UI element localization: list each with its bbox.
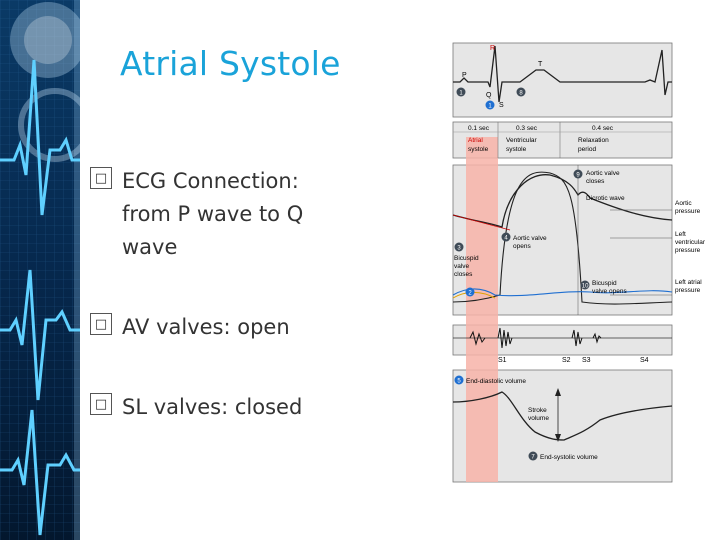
- bullet-text: AV valves: open: [122, 315, 290, 339]
- label-lv-pressure-1: Left: [675, 231, 686, 238]
- phase-ventricular-1: Ventricular: [506, 137, 538, 144]
- label-la-pressure-2: pressure: [675, 287, 701, 294]
- timing-t1: 0.1 sec: [468, 125, 490, 132]
- bullet-marker: □: [90, 167, 112, 189]
- bicuspid-opens-1: Bicuspid: [592, 280, 617, 287]
- slide-title: Atrial Systole: [120, 44, 341, 83]
- sound-label-s1: S1: [498, 357, 507, 364]
- ecg-trace-mid: [0, 269, 80, 401]
- bullet-ecg-connection: □ ECG Connection: from P wave to Q wave: [90, 165, 340, 264]
- aortic-valve-closes-2: closes: [586, 178, 605, 185]
- atrial-systole-highlight: [466, 137, 498, 482]
- label-lv-pressure-3: pressure: [675, 247, 701, 254]
- ecg-marker-1-blue-text: 1: [488, 104, 492, 110]
- volume-marker-7: 7: [531, 455, 535, 461]
- bicuspid-closes-3: closes: [454, 271, 473, 278]
- pressure-marker-9: 9: [576, 173, 580, 179]
- sound-label-s4: S4: [640, 357, 649, 364]
- pressure-marker-4: 4: [504, 236, 508, 242]
- label-aortic-pressure-2: pressure: [675, 208, 701, 215]
- sound-label-s2: S2: [562, 357, 571, 364]
- heart-sound-s2: [571, 329, 583, 347]
- ecg-label-t: T: [538, 61, 543, 68]
- label-lv-pressure-2: ventricular: [675, 239, 706, 246]
- pressure-marker-3: 3: [457, 246, 461, 252]
- heart-sound-s1: [497, 327, 513, 349]
- phase-atrial-1: Atrial: [468, 137, 483, 144]
- ecg-marker-8-text: 8: [519, 91, 523, 97]
- bicuspid-closes-1: Bicuspid: [454, 255, 479, 262]
- ecg-trace-top: [0, 59, 80, 216]
- bullet-text: ECG Connection: from P wave to Q wave: [122, 169, 304, 259]
- ecg-marker-1: [456, 87, 466, 97]
- sound-label-s3: S3: [582, 357, 591, 364]
- label-stroke-1: Stroke: [528, 407, 547, 414]
- ecg-label-s: S: [499, 102, 504, 109]
- ecg-label-q: Q: [486, 92, 492, 99]
- ecg-marker-1-blue: [485, 100, 495, 110]
- ecg-marker-1-text: 1: [459, 91, 463, 97]
- pressure-marker-2: 2: [468, 291, 472, 297]
- dicrotic-wave: Dicrotic wave: [586, 195, 625, 202]
- label-la-pressure-1: Left atrial: [675, 279, 702, 286]
- phase-ventricular-2: systole: [506, 146, 527, 153]
- ecg-label-r: R: [490, 45, 495, 52]
- cardiac-cycle-diagram: P Q R S T 1 8 1 0.1 sec 0.3 sec 0.4 sec …: [452, 42, 706, 483]
- bullet-sl-valves: □ SL valves: closed: [90, 391, 340, 424]
- phase-relaxation-2: period: [578, 146, 596, 153]
- la-pressure-curve: [452, 288, 673, 297]
- pressure-marker-10: 10: [582, 284, 589, 290]
- label-esv: End-systolic volume: [540, 454, 598, 461]
- phase-relaxation-1: Relaxation: [578, 137, 609, 144]
- bullet-marker: □: [90, 393, 112, 415]
- bicuspid-closes-2: valve: [454, 263, 470, 270]
- ventricular-volume-curve: [452, 391, 673, 441]
- timing-t2: 0.3 sec: [516, 125, 538, 132]
- label-edv: End-diastolic volume: [466, 378, 526, 385]
- aortic-valve-opens-1: Aortic valve: [513, 235, 547, 242]
- aortic-valve-closes-1: Aortic valve: [586, 170, 620, 177]
- timing-t3: 0.4 sec: [592, 125, 614, 132]
- heart-sound-s4: [469, 330, 486, 346]
- bicuspid-opens-2: valve opens: [592, 288, 627, 295]
- label-stroke-2: volume: [528, 415, 549, 422]
- ecg-trace: [453, 45, 672, 103]
- label-aortic-pressure-1: Aortic: [675, 200, 692, 207]
- volume-marker-5: 5: [457, 379, 461, 385]
- ecg-label-p: P: [462, 72, 467, 79]
- aortic-pressure-curve: [452, 174, 673, 228]
- aortic-valve-opens-2: opens: [513, 243, 531, 250]
- bullet-av-valves: □ AV valves: open: [90, 311, 340, 344]
- heart-sound-s3: [592, 332, 602, 344]
- bullet-text: SL valves: closed: [122, 395, 303, 419]
- phase-atrial-2: systole: [468, 146, 489, 153]
- bullet-marker: □: [90, 313, 112, 335]
- ecg-trace-bottom: [0, 409, 80, 536]
- ecg-decoration: [0, 0, 80, 540]
- ecg-marker-8: [516, 87, 526, 97]
